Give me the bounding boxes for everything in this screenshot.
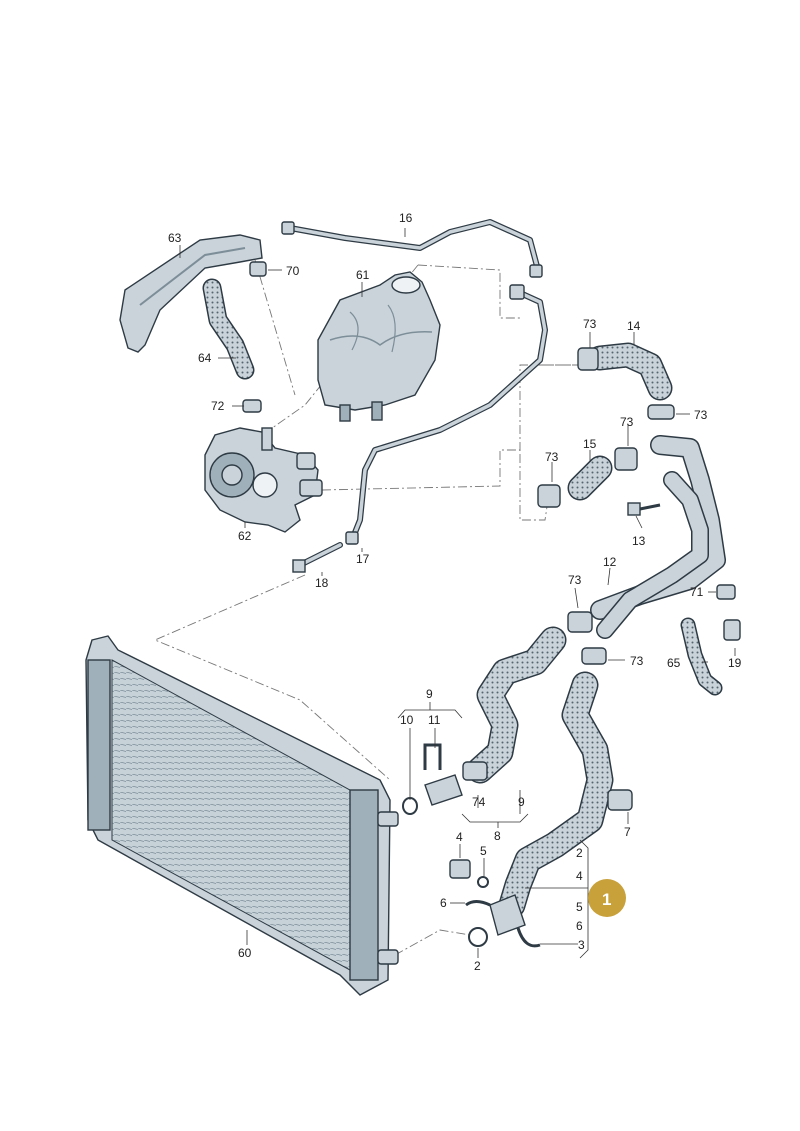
label-11: 11 bbox=[428, 713, 441, 727]
lower-fitting bbox=[489, 894, 526, 936]
label-9: 9 bbox=[426, 687, 433, 701]
part-73-clip-a bbox=[577, 347, 599, 371]
label-73-a: 73 bbox=[583, 317, 597, 331]
label-72: 72 bbox=[211, 399, 225, 413]
label-13: 13 bbox=[632, 534, 646, 548]
part-61-expansion-tank bbox=[317, 271, 441, 422]
label-right-4: 4 bbox=[576, 869, 583, 883]
label-7: 7 bbox=[624, 825, 631, 839]
part-1-hose bbox=[498, 671, 614, 919]
label-73-f: 73 bbox=[630, 654, 644, 668]
label-right-2: 2 bbox=[576, 846, 583, 860]
label-73-c: 73 bbox=[620, 415, 634, 429]
label-6: 6 bbox=[440, 896, 447, 910]
part-18-bolt bbox=[292, 542, 343, 573]
label-2: 2 bbox=[474, 959, 481, 973]
part-65-hose bbox=[680, 617, 723, 696]
part-6-clip bbox=[465, 900, 491, 907]
label-62: 62 bbox=[238, 529, 252, 543]
label-15: 15 bbox=[583, 437, 597, 451]
label-61: 61 bbox=[356, 268, 370, 282]
label-18: 18 bbox=[315, 576, 329, 590]
label-70: 70 bbox=[286, 264, 300, 278]
label-17: 17 bbox=[356, 552, 370, 566]
part-9-hose bbox=[466, 626, 567, 784]
badge-number: 1 bbox=[602, 890, 611, 909]
label-74: 74 bbox=[472, 795, 486, 809]
part-74-connector bbox=[462, 761, 488, 781]
label-4: 4 bbox=[456, 830, 463, 844]
part-14-hose bbox=[587, 342, 673, 401]
group-bracket-9-top bbox=[397, 702, 463, 800]
label-63: 63 bbox=[168, 231, 182, 245]
part-2-ring bbox=[468, 927, 488, 947]
leader-lines bbox=[179, 228, 736, 958]
label-60: 60 bbox=[238, 946, 252, 960]
label-73-b: 73 bbox=[694, 408, 708, 422]
part-11-clip bbox=[423, 743, 442, 770]
part-5-ring bbox=[477, 876, 489, 888]
part-72-clip bbox=[242, 399, 262, 413]
label-14: 14 bbox=[627, 319, 641, 333]
group-bracket-8 bbox=[461, 790, 529, 828]
part-10-connector bbox=[402, 774, 463, 815]
highlight-badge[interactable]: 1 bbox=[588, 879, 626, 917]
label-10: 10 bbox=[400, 713, 414, 727]
part-3-clip bbox=[516, 927, 541, 948]
label-65: 65 bbox=[667, 656, 681, 670]
part-73-clip-c bbox=[614, 447, 638, 471]
label-9-b: 9 bbox=[518, 795, 525, 809]
part-73-clip-e bbox=[567, 611, 593, 633]
label-12: 12 bbox=[603, 555, 617, 569]
part-64-hose bbox=[202, 278, 255, 380]
group-bracket-right bbox=[525, 839, 589, 959]
part-7-clip bbox=[607, 789, 633, 811]
label-19: 19 bbox=[728, 656, 742, 670]
label-right-3: 3 bbox=[578, 938, 585, 952]
part-73-clip-d bbox=[537, 484, 561, 508]
part-63-bracket bbox=[119, 234, 263, 353]
part-15-hose bbox=[567, 455, 613, 501]
label-16: 16 bbox=[399, 211, 413, 225]
part-4-sensor bbox=[449, 859, 471, 879]
part-70-clip bbox=[249, 261, 267, 277]
part-60-radiator bbox=[85, 635, 399, 996]
part-13-bolt bbox=[627, 502, 661, 516]
tube-16-17 bbox=[281, 219, 548, 545]
label-5: 5 bbox=[480, 844, 487, 858]
label-71: 71 bbox=[690, 585, 704, 599]
part-19-fitting bbox=[723, 619, 741, 641]
label-64: 64 bbox=[198, 351, 212, 365]
label-8: 8 bbox=[494, 829, 501, 843]
part-73-clip-f bbox=[581, 647, 607, 665]
part-62-water-pump bbox=[204, 427, 323, 533]
label-right-6: 6 bbox=[576, 919, 583, 933]
part-labels: 16 63 70 61 64 72 62 17 18 73 14 73 73 7… bbox=[168, 211, 742, 973]
label-right-5: 5 bbox=[576, 900, 583, 914]
label-73-d: 73 bbox=[545, 450, 559, 464]
label-73-e: 73 bbox=[568, 573, 582, 587]
part-12-pipe bbox=[590, 435, 726, 639]
part-73-clip-b bbox=[647, 404, 675, 420]
part-71-clip bbox=[716, 584, 736, 600]
